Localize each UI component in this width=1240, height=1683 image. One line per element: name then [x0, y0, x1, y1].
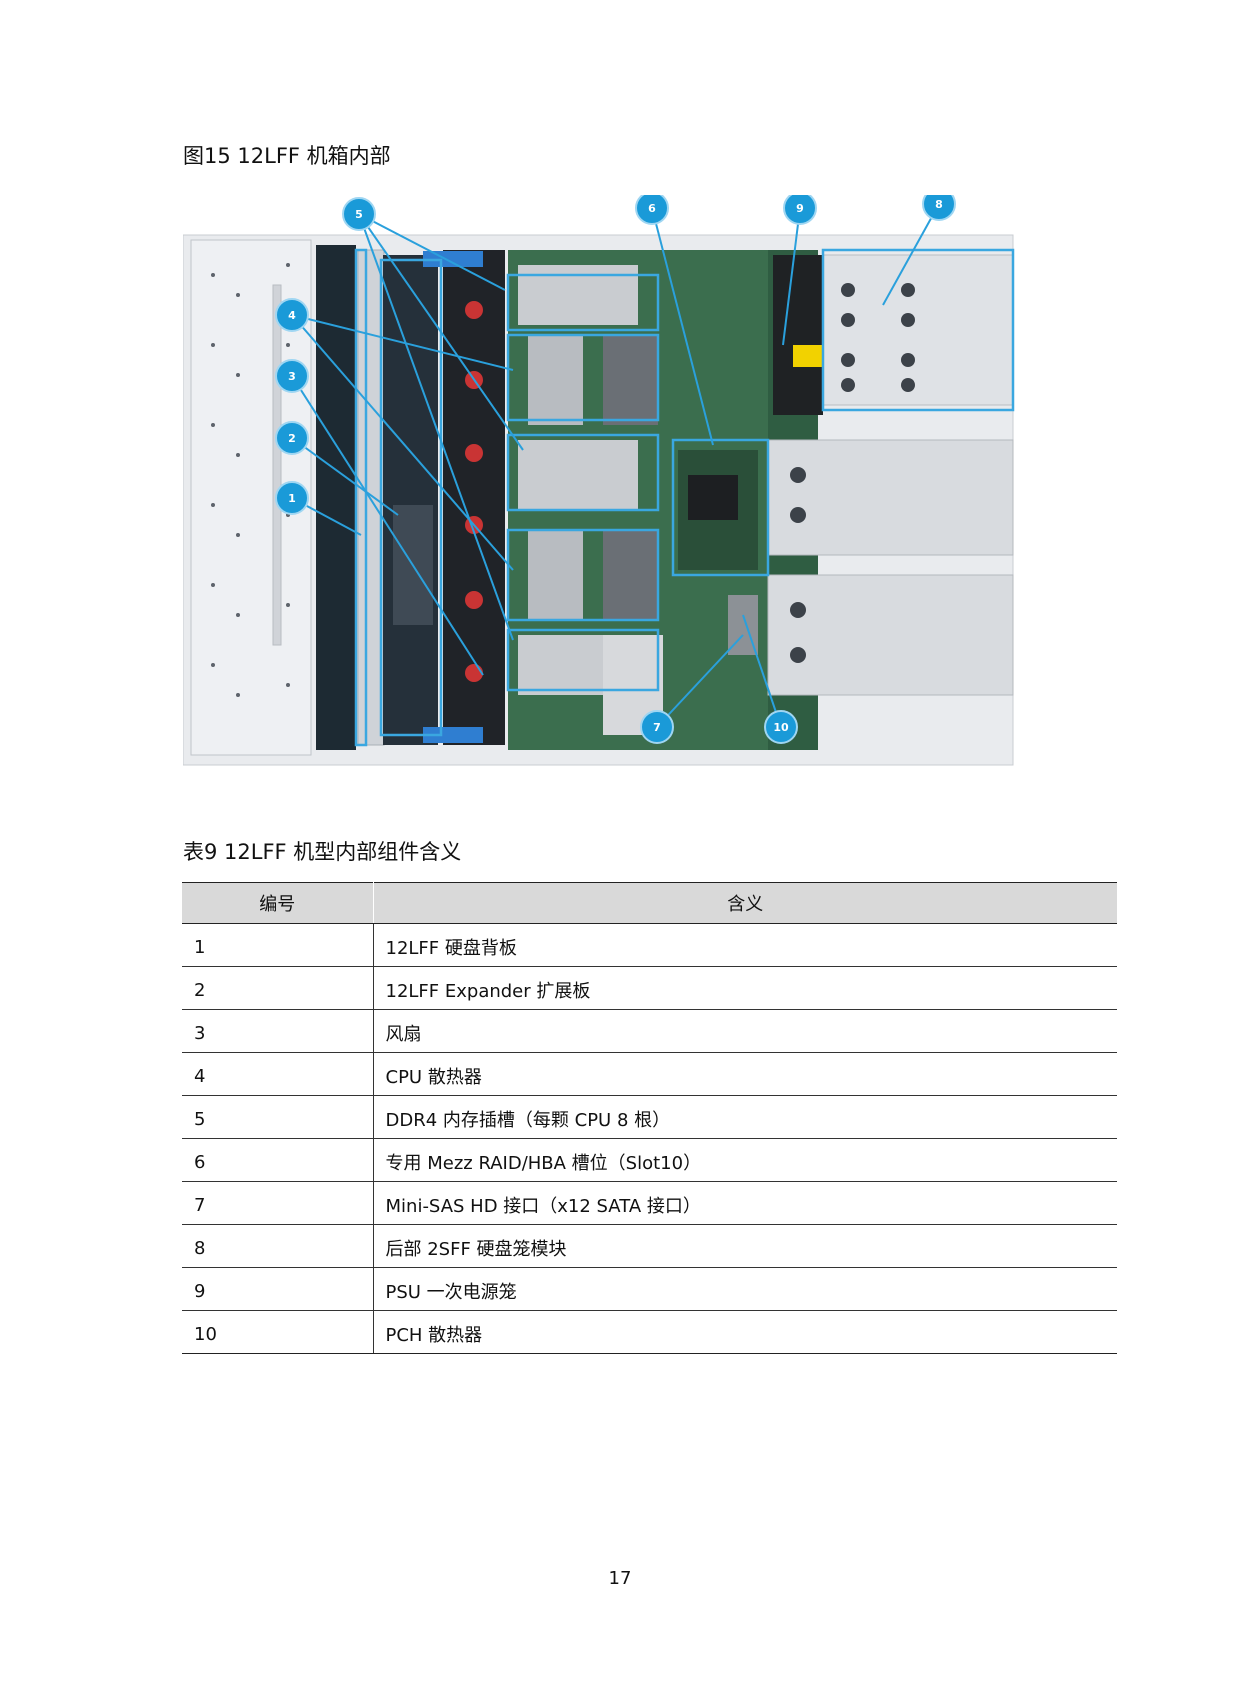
page-number: 17	[608, 1568, 632, 1589]
row-description: 12LFF 硬盘背板	[373, 923, 1117, 967]
table-header-row: 编号 含义	[182, 882, 1117, 924]
callout-9: 9	[783, 195, 817, 225]
svg-text:7: 7	[653, 721, 661, 734]
row-description: Mini-SAS HD 接口（x12 SATA 接口）	[373, 1181, 1117, 1225]
callout-8: 8	[922, 195, 956, 221]
table-caption: 表9 12LFF 机型内部组件含义	[183, 840, 462, 864]
row-number: 4	[182, 1052, 374, 1096]
svg-text:10: 10	[773, 721, 789, 734]
svg-text:1: 1	[288, 492, 296, 505]
svg-text:6: 6	[648, 202, 656, 215]
row-description: DDR4 内存插槽（每颗 CPU 8 根）	[373, 1095, 1117, 1139]
callout-10: 10	[764, 710, 798, 744]
svg-text:3: 3	[288, 370, 296, 383]
callout-1: 1	[275, 481, 309, 515]
row-description: 专用 Mezz RAID/HBA 槽位（Slot10）	[373, 1138, 1117, 1182]
column-header-meaning: 含义	[373, 882, 1117, 924]
row-description: 后部 2SFF 硬盘笼模块	[373, 1224, 1117, 1268]
row-number: 2	[182, 966, 374, 1010]
callout-2: 2	[275, 421, 309, 455]
row-description: PSU 一次电源笼	[373, 1267, 1117, 1311]
row-number: 10	[182, 1310, 374, 1354]
row-number: 6	[182, 1138, 374, 1182]
row-description: CPU 散热器	[373, 1052, 1117, 1096]
row-number: 8	[182, 1224, 374, 1268]
row-number: 9	[182, 1267, 374, 1311]
svg-text:8: 8	[935, 198, 943, 211]
row-number: 3	[182, 1009, 374, 1053]
row-number: 1	[182, 923, 374, 967]
row-number: 7	[182, 1181, 374, 1225]
callout-4: 4	[275, 298, 309, 332]
row-number: 5	[182, 1095, 374, 1139]
column-header-number: 编号	[182, 882, 374, 924]
chassis-interior-figure: 1 2 3 4 5 6 7 8 9 10	[183, 195, 1025, 795]
svg-text:4: 4	[288, 309, 296, 322]
callout-7: 7	[640, 710, 674, 744]
chassis-photo: 1 2 3 4 5 6 7 8 9 10	[183, 195, 1015, 766]
callout-6: 6	[635, 195, 669, 225]
callout-5: 5	[342, 197, 376, 231]
svg-text:9: 9	[796, 202, 804, 215]
row-description: 12LFF Expander 扩展板	[373, 966, 1117, 1010]
svg-text:5: 5	[355, 208, 363, 221]
callout-3: 3	[275, 359, 309, 393]
row-description: 风扇	[373, 1009, 1117, 1053]
figure-caption: 图15 12LFF 机箱内部	[183, 144, 391, 168]
svg-text:2: 2	[288, 432, 296, 445]
row-description: PCH 散热器	[373, 1310, 1117, 1354]
